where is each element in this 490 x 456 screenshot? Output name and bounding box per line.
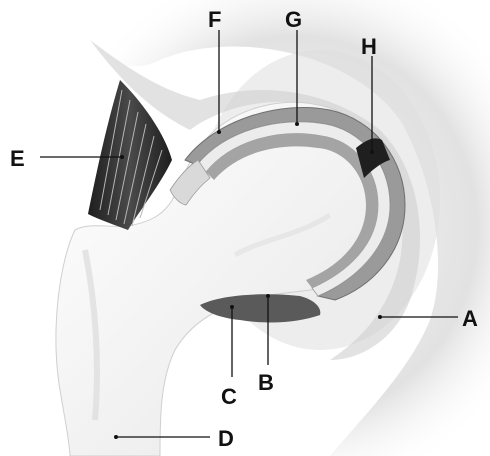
label-h: H bbox=[361, 34, 377, 59]
label-b: B bbox=[258, 370, 274, 395]
leader-b-tip bbox=[266, 294, 270, 298]
label-c: C bbox=[221, 384, 237, 409]
leader-a-tip bbox=[378, 315, 382, 319]
label-g: G bbox=[285, 7, 302, 32]
label-e: E bbox=[10, 146, 25, 171]
leader-h-tip bbox=[370, 150, 374, 154]
leader-e-tip bbox=[120, 155, 124, 159]
leader-d-tip bbox=[114, 435, 118, 439]
leader-c-tip bbox=[230, 305, 234, 309]
leader-f-tip bbox=[217, 130, 221, 134]
leader-g-tip bbox=[295, 122, 299, 126]
label-f: F bbox=[208, 7, 221, 32]
label-d: D bbox=[218, 426, 234, 451]
label-a: A bbox=[462, 306, 478, 331]
